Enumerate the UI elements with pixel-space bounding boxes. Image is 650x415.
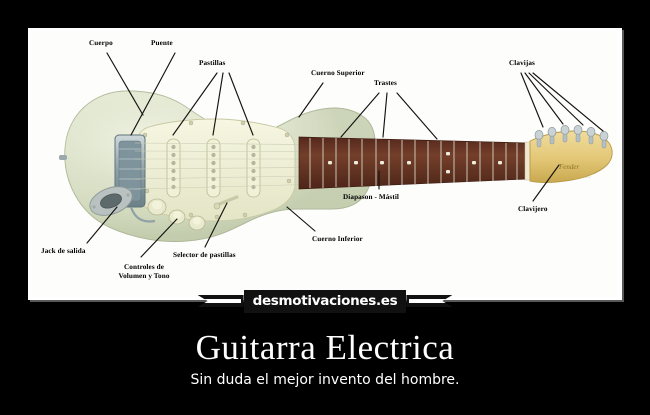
label-jack-salida: Jack de salida — [41, 247, 86, 255]
tone-knob-1 — [168, 209, 186, 225]
poster-title: Guitarra Electrica — [195, 328, 455, 367]
headstock: Fender — [529, 125, 613, 183]
headstock-logo: Fender — [558, 163, 579, 171]
label-controles-line1: Controles de — [124, 263, 164, 271]
image-frame: Fender — [28, 28, 622, 300]
frets — [309, 138, 518, 188]
control-knobs — [147, 198, 206, 231]
label-clavijas: Clavijas — [509, 59, 535, 67]
leader-lines — [86, 52, 604, 258]
fret-inlays — [328, 152, 502, 174]
guitar-illustration: Fender — [59, 52, 613, 258]
poster-subtitle: Sin duda el mejor invento del hombre. — [190, 372, 460, 388]
nut — [524, 141, 531, 181]
pickup-selector — [213, 195, 239, 210]
neck — [298, 136, 531, 190]
strap-button — [59, 155, 67, 160]
image-canvas: Fender — [31, 31, 619, 297]
label-puente: Puente — [151, 39, 173, 47]
output-jack — [89, 186, 133, 216]
label-controles-line2: Volumen y Tono — [118, 272, 170, 280]
label-cuerno-inferior: Cuerno Inferior — [312, 235, 363, 243]
label-selector-pastillas: Selector de pastillas — [173, 251, 236, 259]
guitar-diagram: Fender — [31, 31, 619, 297]
label-diapason-mastil: Diapason - Mástil — [343, 193, 400, 201]
label-cuerpo: Cuerpo — [89, 39, 113, 47]
tone-knob-2 — [188, 215, 206, 231]
tremolo-arm — [129, 206, 156, 223]
volume-knob — [147, 198, 167, 216]
label-pastillas: Pastillas — [199, 59, 226, 67]
label-trastes: Trastes — [374, 79, 397, 87]
pickup-neck — [166, 138, 181, 198]
label-clavijero: Clavijero — [518, 205, 548, 213]
tuners — [534, 125, 609, 149]
label-cuerno-superior: Cuerno Superior — [311, 69, 365, 77]
